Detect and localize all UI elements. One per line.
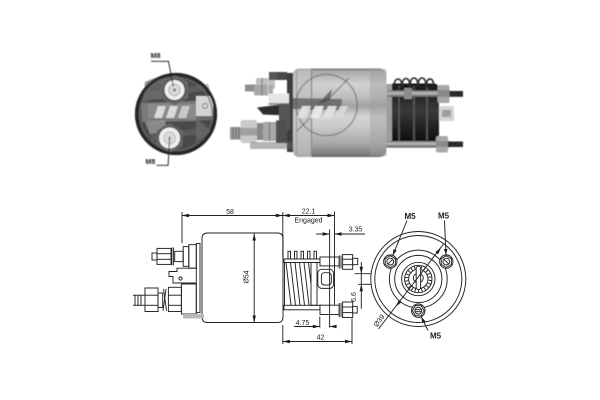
svg-text:58: 58 xyxy=(226,209,234,216)
svg-text:3.35: 3.35 xyxy=(349,227,363,234)
svg-text:4.75: 4.75 xyxy=(296,320,310,327)
svg-text:M5: M5 xyxy=(438,212,450,221)
svg-text:M8: M8 xyxy=(151,53,161,60)
svg-text:M5: M5 xyxy=(405,212,417,221)
svg-text:42: 42 xyxy=(317,335,325,342)
svg-text:M8: M8 xyxy=(146,159,156,166)
svg-text:22.1: 22.1 xyxy=(302,209,316,216)
svg-text:Ø54: Ø54 xyxy=(244,270,251,283)
svg-text:Engaged: Engaged xyxy=(294,218,322,225)
svg-text:6.6: 6.6 xyxy=(351,292,358,302)
svg-text:M5: M5 xyxy=(430,332,442,341)
